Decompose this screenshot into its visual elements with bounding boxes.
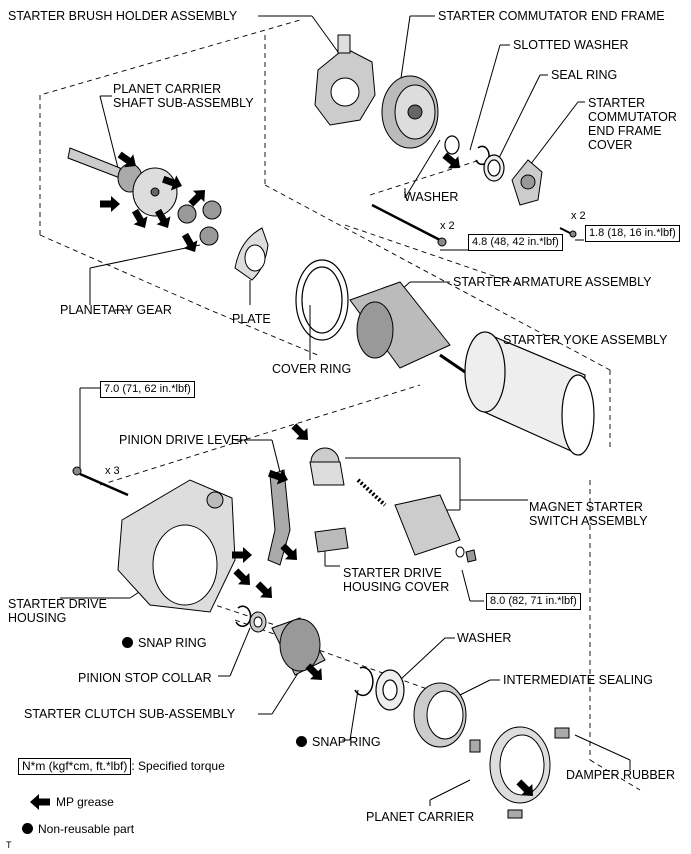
label-yoke: STARTER YOKE ASSEMBLY bbox=[503, 333, 668, 347]
torque-cover-screw: 1.8 (18, 16 in.*lbf) bbox=[585, 225, 680, 242]
torque-end-frame-bolt: 4.8 (48, 42 in.*lbf) bbox=[468, 234, 563, 251]
planet-carrier-ring-part bbox=[489, 726, 551, 804]
corner-mark: T bbox=[6, 840, 12, 850]
legend-torque-box: N*m (kgf*cm, ft.*lbf) bbox=[18, 758, 132, 775]
armature-part bbox=[349, 281, 466, 374]
label-drive-housing-cover: STARTER DRIVE HOUSING COVER bbox=[343, 566, 450, 594]
alignment-lines bbox=[39, 19, 641, 791]
torque-through-bolt: 7.0 (71, 62 in.*lbf) bbox=[100, 381, 195, 398]
label-washer-bottom: WASHER bbox=[457, 631, 512, 645]
torque-terminal-nut: 8.0 (82, 71 in.*lbf) bbox=[486, 593, 581, 610]
end-frame-bolt-part bbox=[371, 203, 447, 247]
label-snap-ring-2: SNAP RING bbox=[296, 735, 381, 749]
snap-ring-1-text: SNAP RING bbox=[138, 636, 207, 650]
qty-end-frame-bolt: x 2 bbox=[440, 220, 455, 232]
qty-cover-screw: x 2 bbox=[571, 210, 586, 222]
damper-rubber-parts bbox=[469, 727, 570, 819]
label-washer-top: WASHER bbox=[404, 190, 459, 204]
grease-arrow-icon bbox=[230, 565, 256, 591]
legend-non-reusable: Non-reusable part bbox=[22, 822, 134, 836]
non-reusable-dot-icon bbox=[296, 736, 307, 747]
drive-housing-part bbox=[117, 479, 236, 613]
commutator-end-frame-part bbox=[381, 75, 439, 149]
drive-housing-cover-part bbox=[314, 527, 349, 553]
label-magnet-switch: MAGNET STARTER SWITCH ASSEMBLY bbox=[529, 500, 648, 528]
non-reusable-dot-icon bbox=[22, 823, 33, 834]
yoke-part bbox=[464, 331, 595, 456]
pinion-stop-collar-part bbox=[249, 611, 267, 633]
through-bolt-part bbox=[72, 466, 129, 497]
grease-arrow-icon bbox=[439, 149, 466, 175]
intermediate-sealing-part bbox=[413, 682, 467, 748]
label-drive-housing: STARTER DRIVE HOUSING bbox=[8, 597, 107, 625]
label-commutator-end-frame: STARTER COMMUTATOR END FRAME bbox=[438, 9, 665, 23]
plate-part bbox=[234, 227, 269, 281]
label-plate: PLATE bbox=[232, 312, 271, 326]
label-end-frame-cover: STARTER COMMUTATOR END FRAME COVER bbox=[588, 96, 677, 152]
grease-arrow-icon bbox=[30, 794, 50, 810]
brush-holder-part bbox=[314, 34, 376, 126]
label-slotted-washer: SLOTTED WASHER bbox=[513, 38, 629, 52]
legend-grease: MP grease bbox=[56, 795, 114, 809]
label-clutch: STARTER CLUTCH SUB-ASSEMBLY bbox=[24, 707, 236, 721]
label-planetary-gear: PLANETARY GEAR bbox=[60, 303, 172, 317]
label-snap-ring-1: SNAP RING bbox=[122, 636, 207, 650]
label-planet-carrier-shaft: PLANET CARRIER SHAFT SUB-ASSEMBLY bbox=[113, 82, 254, 110]
grease-arrow-icon bbox=[288, 420, 314, 446]
snap-ring-2-part bbox=[354, 666, 374, 697]
label-cover-ring: COVER RING bbox=[272, 362, 352, 376]
label-pinion-drive-lever: PINION DRIVE LEVER bbox=[119, 433, 249, 447]
label-damper-rubber: DAMPER RUBBER bbox=[566, 768, 676, 782]
legend-torque: N*m (kgf*cm, ft.*lbf): Specified torque bbox=[18, 758, 225, 775]
label-seal-ring: SEAL RING bbox=[551, 68, 618, 82]
leader-lines bbox=[60, 15, 631, 806]
label-planet-carrier: PLANET CARRIER bbox=[366, 810, 475, 824]
washer-bottom-part bbox=[375, 669, 405, 711]
snap-ring-2-text: SNAP RING bbox=[312, 735, 381, 749]
washer-top-part bbox=[444, 135, 460, 155]
seal-ring-part bbox=[483, 154, 505, 182]
grease-arrow-icon bbox=[178, 230, 202, 256]
end-frame-cover-part bbox=[511, 159, 543, 206]
non-reusable-dot-icon bbox=[122, 637, 133, 648]
legend-torque-desc: : Specified torque bbox=[131, 759, 225, 773]
pinion-drive-lever-part bbox=[267, 469, 291, 566]
snap-ring-1-part bbox=[235, 605, 252, 627]
legend-non-reusable-text: Non-reusable part bbox=[38, 822, 135, 836]
cover-screw-part bbox=[559, 227, 577, 238]
qty-through-bolt: x 3 bbox=[105, 465, 120, 477]
clutch-part bbox=[271, 617, 326, 676]
label-armature: STARTER ARMATURE ASSEMBLY bbox=[453, 275, 652, 289]
cover-ring-part bbox=[295, 259, 349, 341]
grease-arrow-icon bbox=[100, 196, 120, 212]
label-pinion-stop-collar: PINION STOP COLLAR bbox=[78, 671, 212, 685]
magnet-switch-parts bbox=[309, 447, 477, 563]
planetary-gear-parts bbox=[177, 200, 222, 246]
label-intermediate-sealing: INTERMEDIATE SEALING bbox=[503, 673, 653, 687]
label-brush-holder: STARTER BRUSH HOLDER ASSEMBLY bbox=[8, 9, 238, 23]
grease-arrow-icon bbox=[252, 578, 278, 604]
